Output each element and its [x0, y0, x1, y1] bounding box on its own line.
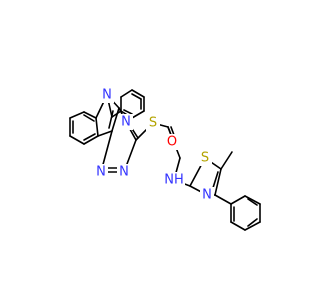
bond	[83, 111, 97, 119]
bond	[131, 93, 142, 100]
atom-n-triazine-left: N	[96, 165, 106, 180]
atom-label-layer: N N N N S O NH S N	[94, 87, 214, 203]
bond	[69, 111, 85, 119]
bond	[214, 168, 222, 196]
bond	[214, 194, 232, 205]
bond	[247, 198, 258, 206]
atom-nh-amide: NH	[164, 173, 184, 188]
bond	[244, 195, 261, 205]
bond	[230, 221, 246, 231]
atom-bg	[117, 164, 131, 180]
atom-bg	[200, 187, 214, 203]
atom-bg	[165, 134, 179, 150]
atom-s-thioether: S	[149, 116, 157, 131]
bond-layer	[69, 89, 261, 231]
molecule-diagram: N N N N S O NH S N	[69, 87, 261, 231]
bond	[244, 221, 261, 231]
bond	[69, 135, 85, 145]
atom-s-thiazole: S	[201, 151, 209, 166]
bond	[108, 110, 114, 129]
atom-bg	[146, 115, 160, 131]
bond	[83, 114, 95, 122]
atom-o-carbonyl: O	[167, 135, 177, 150]
atom-bg	[94, 164, 108, 180]
bond	[83, 133, 96, 141]
atom-bg	[198, 150, 212, 166]
bond	[97, 130, 113, 137]
atom-bg	[100, 87, 114, 103]
molecule-structure: N N N N S O NH S N	[69, 87, 261, 231]
bond	[131, 89, 145, 98]
bond	[95, 117, 99, 137]
bond	[131, 110, 145, 119]
atom-bg	[163, 172, 185, 188]
bond	[123, 109, 133, 115]
atom-n-triazine-right: N	[119, 165, 129, 180]
bond	[120, 89, 133, 98]
bond	[230, 195, 246, 205]
bond	[111, 107, 120, 132]
bond	[247, 218, 258, 227]
bond	[83, 135, 99, 145]
bond	[220, 151, 233, 170]
atom-n-indole: N	[102, 88, 112, 103]
atom-bg	[119, 114, 133, 130]
atom-n-thiazole: N	[202, 188, 212, 203]
atom-n-triazine-top: N	[121, 115, 131, 130]
